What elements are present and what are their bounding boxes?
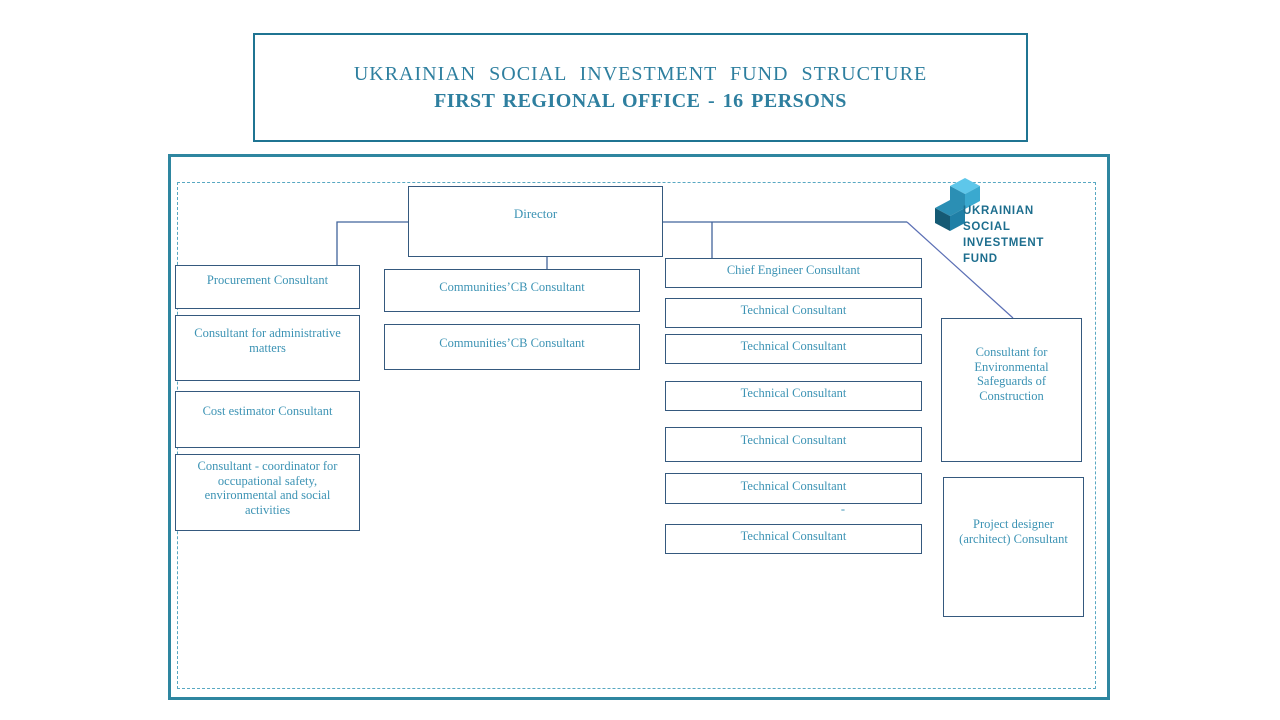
node-label: Communities’CB Consultant	[439, 336, 585, 350]
node-label: Technical Consultant	[740, 386, 847, 400]
logo-line: INVESTMENT	[963, 237, 1045, 249]
node-label: Procurement Consultant	[206, 273, 329, 287]
node-label: Technical Consultant	[740, 433, 847, 447]
node-technical-consultant-5: Technical Consultant	[665, 473, 922, 504]
node-director-label: Director	[513, 206, 558, 221]
node-label: Consultant - coordinator for occupationa…	[197, 459, 338, 517]
usif-logo: UKRAINIAN SOCIAL INVESTMENT FUND	[933, 175, 1063, 270]
title-banner: UKRAINIAN SOCIAL INVESTMENT FUND STRUCTU…	[253, 33, 1028, 142]
node-project-designer-consultant: Project designer (architect) Consultant	[943, 477, 1084, 617]
node-label: Technical Consultant	[740, 339, 847, 353]
node-label: Project designer (architect) Consultant	[959, 517, 1068, 546]
node-communities-cb-consultant-1: Communities’CB Consultant	[384, 269, 640, 312]
node-label: Chief Engineer Consultant	[726, 263, 861, 277]
logo-line: SOCIAL	[963, 221, 1011, 233]
logo-wordmark: UKRAINIAN SOCIAL INVESTMENT FUND	[963, 203, 1044, 267]
chart-title: UKRAINIAN SOCIAL INVESTMENT FUND STRUCTU…	[353, 62, 928, 85]
node-technical-consultant-4: Technical Consultant	[665, 427, 922, 462]
node-label: Cost estimator Consultant	[202, 404, 333, 418]
node-technical-consultant-6: Technical Consultant	[665, 524, 922, 554]
node-label: Technical Consultant	[740, 479, 847, 493]
node-label: Consultant for Environmental Safeguards …	[974, 345, 1049, 403]
node-label: Communities’CB Consultant	[439, 280, 585, 294]
node-technical-consultant-2: Technical Consultant	[665, 334, 922, 364]
node-communities-cb-consultant-2: Communities’CB Consultant	[384, 324, 640, 370]
node-safety-coordinator-consultant: Consultant - coordinator for occupationa…	[175, 454, 360, 531]
node-director: Director	[408, 186, 663, 257]
node-label: Technical Consultant	[740, 303, 847, 317]
logo-line: FUND	[963, 253, 998, 265]
node-label: Consultant for administrative matters	[194, 326, 341, 355]
stacked-cubes-icon	[935, 178, 980, 231]
node-procurement-consultant: Procurement Consultant	[175, 265, 360, 309]
node-label: Technical Consultant	[740, 529, 847, 543]
stray-dash-text: -	[840, 502, 846, 516]
node-administrative-consultant: Consultant for administrative matters	[175, 315, 360, 381]
node-chief-engineer-consultant: Chief Engineer Consultant	[665, 258, 922, 288]
chart-subtitle: FIRST REGIONAL OFFICE - 16 PERSONS	[434, 89, 847, 112]
node-cost-estimator-consultant: Cost estimator Consultant	[175, 391, 360, 448]
logo-line: UKRAINIAN	[963, 205, 1034, 217]
node-technical-consultant-3: Technical Consultant	[665, 381, 922, 411]
node-technical-consultant-1: Technical Consultant	[665, 298, 922, 328]
node-environmental-safeguards-consultant: Consultant for Environmental Safeguards …	[941, 318, 1082, 462]
